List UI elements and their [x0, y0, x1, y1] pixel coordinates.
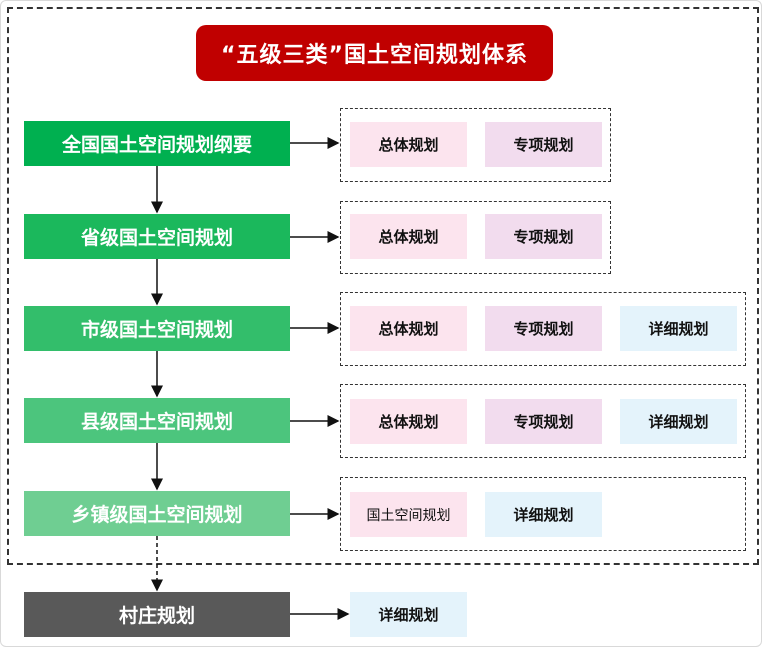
plan-box: 专项规划 [485, 306, 602, 351]
plan-box: 专项规划 [485, 214, 602, 259]
plan-box: 详细规划 [620, 306, 737, 351]
diagram-title: “五级三类”国土空间规划体系 [196, 25, 553, 81]
plan-box: 专项规划 [485, 122, 602, 167]
level-village: 村庄规划 [24, 592, 290, 637]
plan-group-provincial [340, 201, 611, 274]
plan-box: 详细规划 [485, 492, 602, 537]
plan-box: 国土空间规划 [350, 492, 467, 537]
plan-box: 详细规划 [620, 399, 737, 444]
level-municipal: 市级国土空间规划 [24, 306, 290, 351]
plan-box: 总体规划 [350, 399, 467, 444]
level-national: 全国国土空间规划纲要 [24, 121, 290, 166]
plan-box: 总体规划 [350, 122, 467, 167]
level-township: 乡镇级国土空间规划 [24, 491, 290, 536]
plan-box: 详细规划 [350, 592, 467, 637]
plan-group-municipal [340, 292, 746, 366]
plan-group-national [340, 108, 611, 182]
plan-box: 总体规划 [350, 214, 467, 259]
level-provincial: 省级国土空间规划 [24, 214, 290, 259]
plan-box: 专项规划 [485, 399, 602, 444]
plan-group-county [340, 384, 746, 458]
five-level-boundary [7, 7, 759, 565]
level-county: 县级国土空间规划 [24, 398, 290, 443]
plan-box: 总体规划 [350, 306, 467, 351]
plan-group-township [340, 477, 746, 551]
